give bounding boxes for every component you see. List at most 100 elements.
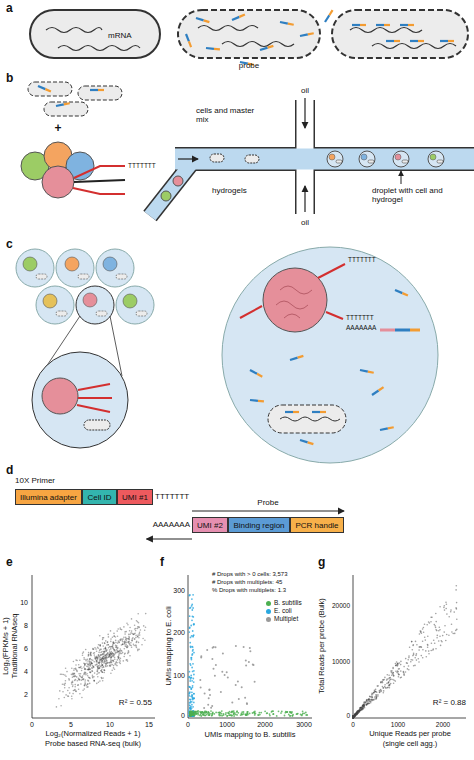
data-point [85, 663, 87, 665]
barcode-segment: Cell ID [82, 489, 117, 505]
data-point [71, 683, 73, 685]
data-point [364, 707, 366, 709]
data-point [92, 659, 94, 661]
data-point [132, 638, 134, 640]
probe-fragments [38, 10, 454, 444]
data-point [125, 659, 127, 661]
data-point [352, 717, 354, 719]
data-point [382, 687, 384, 689]
axis-label: Log₂(Normalized Reads + 1) [46, 730, 141, 739]
data-point [191, 714, 193, 716]
data-point [192, 685, 194, 687]
illustration-circle [43, 294, 57, 308]
data-point [96, 670, 98, 672]
data-point [193, 634, 195, 636]
data-point [104, 661, 106, 663]
data-point [138, 642, 140, 644]
axis-label: (single cell agg.) [383, 740, 438, 749]
data-point [354, 715, 356, 717]
data-point [367, 703, 369, 705]
data-point [397, 662, 399, 664]
illustration-rect [116, 274, 127, 279]
data-point [377, 695, 379, 697]
data-point [109, 654, 111, 656]
illustration-g [327, 151, 444, 167]
data-point [115, 640, 117, 642]
data-point [95, 648, 97, 650]
cells-and-beads-b [21, 82, 125, 198]
data-point [96, 660, 98, 662]
data-point [79, 660, 81, 662]
data-point [89, 663, 91, 665]
illustration-path [380, 329, 395, 332]
data-point [455, 589, 457, 591]
data-point [73, 661, 75, 663]
data-point [74, 689, 76, 691]
probe-part [300, 440, 308, 442]
data-point [273, 713, 275, 715]
data-point [388, 678, 390, 680]
data-point [113, 661, 115, 663]
data-point [430, 617, 432, 619]
data-point [366, 699, 368, 701]
data-point [418, 649, 420, 651]
segment-label: Binding region [233, 521, 284, 530]
data-point [428, 621, 430, 623]
data-point [290, 711, 292, 713]
data-point [353, 715, 355, 717]
probe-part [386, 40, 394, 42]
data-point [191, 598, 193, 600]
data-point [446, 603, 448, 605]
data-point [190, 714, 192, 716]
data-point [87, 680, 89, 682]
data-point [110, 657, 112, 659]
data-point [208, 697, 210, 699]
legend-swatch [266, 601, 271, 606]
data-point [99, 666, 101, 668]
data-point [352, 716, 354, 718]
microfluidic-chip [150, 98, 474, 216]
illustration-path [32, 575, 155, 718]
data-point [93, 667, 95, 669]
data-point [367, 703, 369, 705]
data-point [192, 678, 194, 680]
part-label: oil [301, 86, 309, 95]
illustration-path [188, 575, 312, 718]
data-point [204, 715, 206, 717]
data-point [367, 701, 369, 703]
data-point [424, 637, 426, 639]
data-point [390, 678, 392, 680]
data-point [363, 705, 365, 707]
data-point [189, 686, 191, 688]
probe-part [98, 89, 104, 91]
data-point [353, 716, 355, 718]
data-point [135, 645, 137, 647]
data-point [118, 657, 120, 659]
data-point [193, 623, 195, 625]
data-point [74, 673, 76, 675]
data-point [456, 608, 458, 610]
tick-label: 5 [69, 721, 73, 729]
tick-label: 15 [145, 721, 153, 729]
data-point [203, 714, 205, 716]
data-point [354, 713, 356, 715]
data-point [427, 647, 429, 649]
data-point [254, 681, 256, 683]
data-point [353, 715, 355, 717]
data-point [106, 650, 108, 652]
data-point [227, 677, 229, 679]
illustration-circle [103, 257, 117, 271]
data-point [94, 658, 96, 660]
data-point [193, 693, 195, 695]
data-point [131, 640, 133, 642]
illustration-path [304, 186, 305, 212]
data-point [289, 715, 291, 717]
data-point [366, 703, 368, 705]
data-point [134, 632, 136, 634]
data-point [191, 707, 193, 709]
data-point [371, 694, 373, 696]
data-point [84, 668, 86, 670]
data-point [376, 696, 378, 698]
illustration-circle [329, 154, 335, 160]
data-point [372, 697, 374, 699]
